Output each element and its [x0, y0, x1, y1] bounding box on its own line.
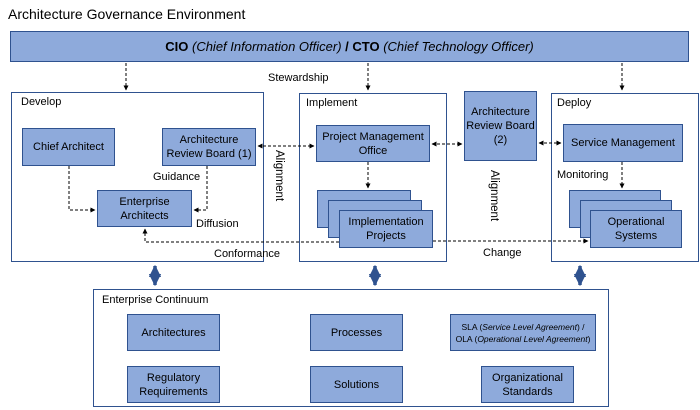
change-label: Change [483, 247, 522, 259]
cto-label: CTO [352, 39, 380, 54]
alignment-right-label: Alignment [488, 170, 500, 222]
arb2-box: Architecture Review Board (2) [464, 91, 537, 161]
solutions-box: Solutions [310, 366, 403, 403]
chief-architect-box: Chief Architect [22, 128, 115, 166]
deploy-label: Deploy [557, 97, 592, 109]
develop-label: Develop [21, 96, 62, 108]
ola-full: Operational Level Agreement [477, 333, 588, 344]
regulatory-requirements-box: Regulatory Requirements [127, 366, 220, 403]
processes-box: Processes [310, 314, 403, 351]
continuum-label: Enterprise Continuum [102, 294, 209, 306]
guidance-label: Guidance [153, 171, 201, 183]
sla-prefix: SLA ( [461, 321, 483, 332]
operational-systems-box: Operational Systems [590, 210, 682, 248]
develop-panel [11, 92, 264, 262]
cio-full-label: (Chief Information Officer) [191, 39, 342, 54]
cio-label: CIO [165, 39, 189, 54]
architectures-box: Architectures [127, 314, 220, 351]
organizational-standards-box: Organizational Standards [481, 366, 574, 403]
arb1-box: Architecture Review Board (1) [162, 128, 256, 166]
service-management-box: Service Management [563, 124, 683, 162]
implement-label: Implement [306, 97, 358, 109]
cto-full-label: (Chief Technology Officer) [383, 39, 534, 54]
sla-suffix: ) / [576, 321, 585, 332]
sla-ola-box: SLA (Service Level Agreement) / OLA (Ope… [450, 314, 596, 351]
diffusion-label: Diffusion [196, 218, 239, 230]
separator-label: / [341, 39, 353, 54]
diagram-title: Architecture Governance Environment [8, 6, 246, 22]
sla-full: Service Level Agreement [482, 321, 577, 332]
pmo-box: Project Management Office [316, 125, 430, 162]
arrow-conformance [142, 228, 339, 243]
cio-cto-bar: CIO (Chief Information Officer) / CTO (C… [10, 31, 689, 62]
alignment-left-label: Alignment [273, 150, 285, 202]
ola-suffix: ) [587, 333, 591, 344]
arrow-chief-to-ea [68, 166, 96, 213]
ola-prefix: OLA ( [455, 333, 478, 344]
implementation-projects-box: Implementation Projects [339, 210, 433, 248]
conformance-label: Conformance [214, 248, 281, 260]
stewardship-label: Stewardship [268, 72, 329, 84]
enterprise-architects-box: Enterprise Architects [97, 190, 192, 227]
arrow-arb1-to-ea [193, 166, 208, 213]
monitoring-label: Monitoring [557, 169, 609, 181]
